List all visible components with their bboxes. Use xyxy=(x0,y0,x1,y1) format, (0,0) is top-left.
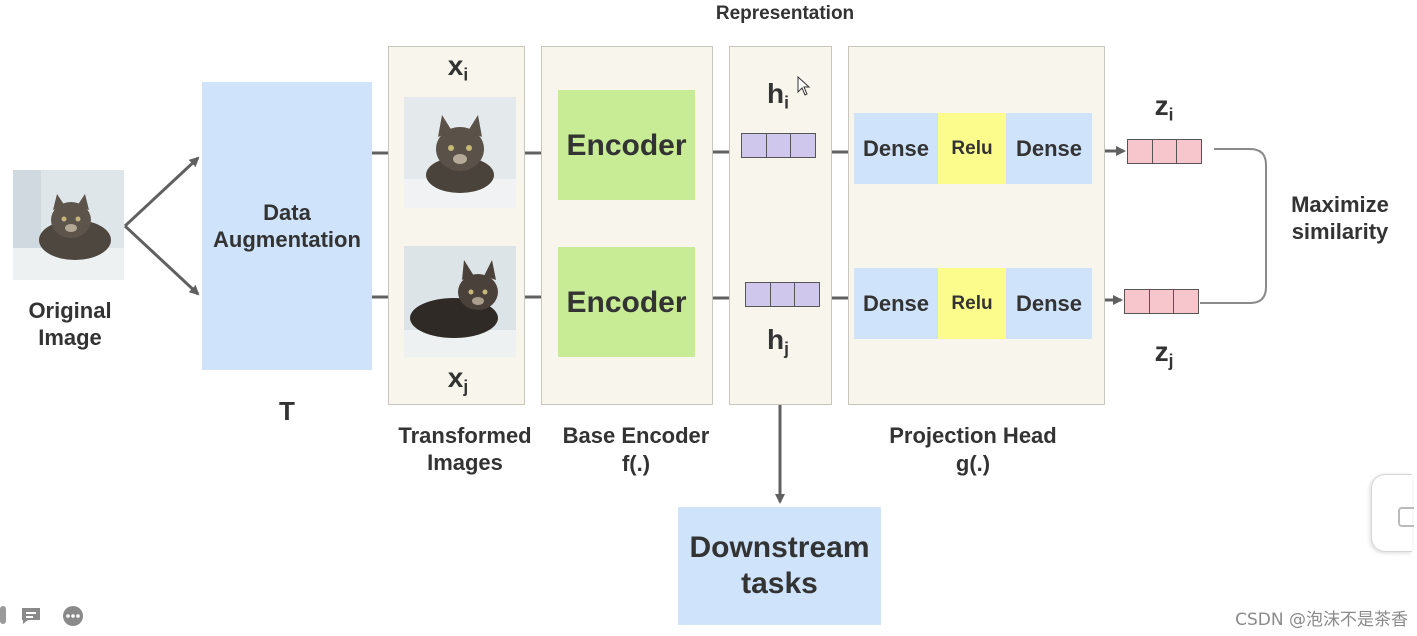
projection-head-label: Projection Head xyxy=(889,423,1057,448)
original-image-label: Original Image xyxy=(28,298,112,350)
floating-side-widget[interactable] xyxy=(1371,474,1414,552)
representation-panel xyxy=(729,46,832,405)
cat-photo-icon xyxy=(13,170,124,280)
chat-icon[interactable] xyxy=(20,606,42,626)
data-augmentation-block: Data Augmentation xyxy=(202,82,372,370)
base-encoder-label: Base Encoder xyxy=(562,423,710,448)
z-j-label: zj xyxy=(1154,336,1174,371)
dense-block-bottom-1: Dense xyxy=(854,268,938,339)
more-icon[interactable] xyxy=(62,605,84,627)
widget-icon xyxy=(1398,507,1414,527)
similarity-bracket xyxy=(1200,148,1267,304)
edge-handle[interactable] xyxy=(0,606,6,624)
base-encoder-fn: f(.) xyxy=(621,451,651,476)
arrow-to-augmentation-bottom xyxy=(123,224,200,296)
arrow-to-augmentation-top xyxy=(123,156,200,228)
h-j-label: hj xyxy=(767,324,789,359)
encoder-block-top: Encoder xyxy=(558,90,695,200)
cat-photo-icon xyxy=(404,97,516,208)
augmentation-symbol: T xyxy=(279,396,295,426)
downstream-tasks-block: Downstream tasks xyxy=(678,507,881,625)
cursor-icon xyxy=(797,76,811,96)
data-augmentation-label: Data Augmentation xyxy=(213,200,361,252)
relu-block-bottom: Relu xyxy=(938,268,1006,339)
z-j-vector xyxy=(1124,289,1199,314)
original-image xyxy=(13,170,124,280)
dense-block-top-2: Dense xyxy=(1006,113,1092,184)
x-i-label: xi xyxy=(447,50,469,85)
h-j-vector xyxy=(745,282,820,307)
h-i-label: hi xyxy=(767,78,789,113)
z-i-vector xyxy=(1127,139,1202,164)
projection-head-panel xyxy=(848,46,1105,405)
watermark: CSDN @泡沫不是茶香 xyxy=(1235,610,1408,630)
representation-title: Representation xyxy=(715,3,855,24)
transformed-image-j xyxy=(404,246,516,357)
x-j-label: xj xyxy=(447,362,469,397)
cat-photo-icon xyxy=(404,246,516,357)
maximize-similarity-label: Maximize similarity xyxy=(1291,192,1389,244)
relu-block-top: Relu xyxy=(938,113,1006,184)
dense-block-top-1: Dense xyxy=(854,113,938,184)
encoder-block-bottom: Encoder xyxy=(558,247,695,357)
projection-head-fn: g(.) xyxy=(955,451,991,476)
transformed-image-i xyxy=(404,97,516,208)
dense-block-bottom-2: Dense xyxy=(1006,268,1092,339)
h-i-vector xyxy=(741,133,816,158)
z-i-label: zi xyxy=(1154,90,1174,125)
transformed-images-label: Transformed Images xyxy=(398,423,532,475)
